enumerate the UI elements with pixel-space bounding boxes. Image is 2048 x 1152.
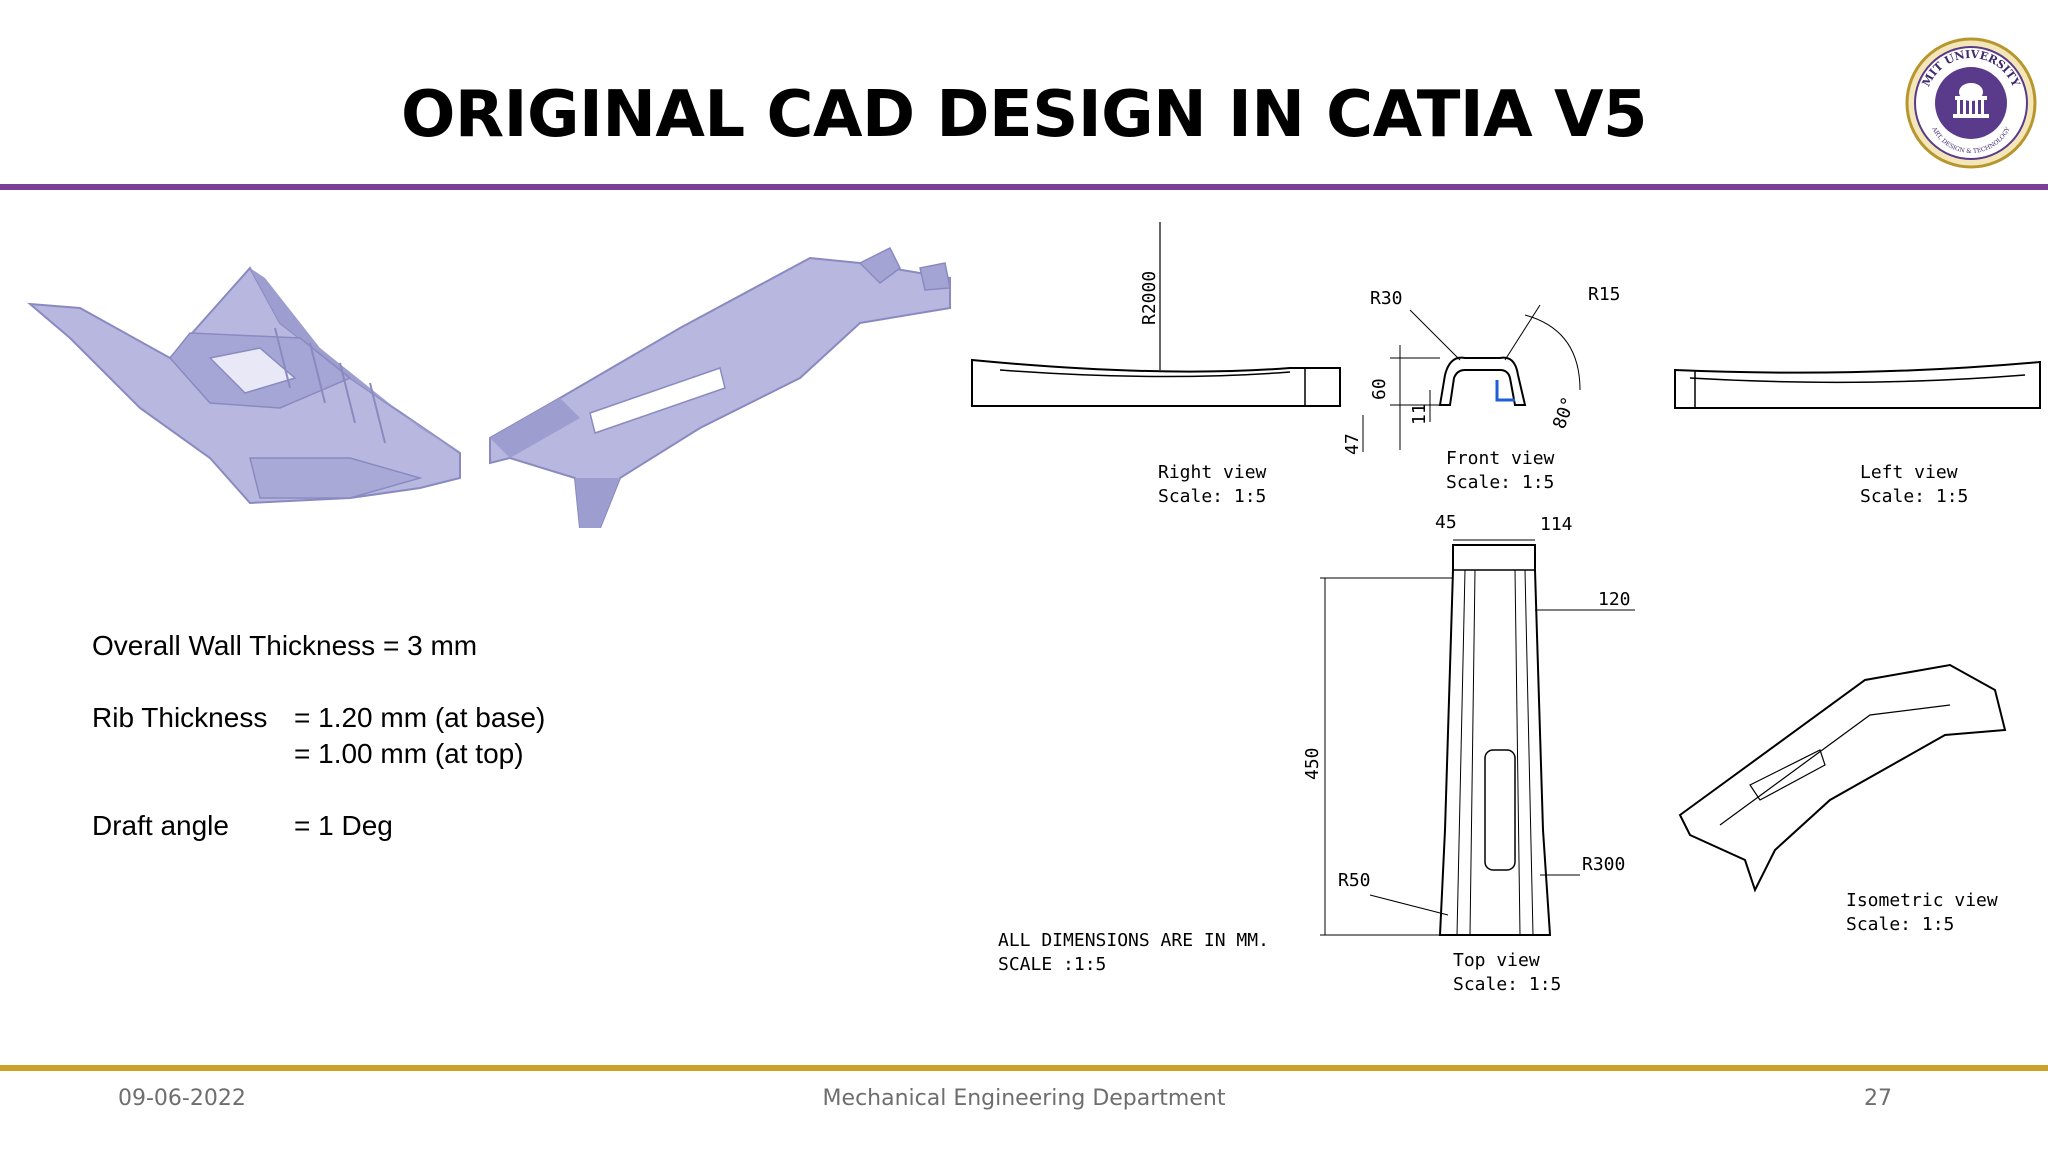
isometric-view-label: Isometric view [1846,890,1998,911]
footer-date: 09-06-2022 [118,1086,246,1111]
dim-11: 11 [1409,403,1430,425]
rib-thickness-base: = 1.20 mm (at base) [294,702,546,733]
dim-120: 120 [1598,589,1631,610]
right-view-outline [971,358,1341,407]
slide-number: 27 [1864,1086,1892,1111]
dimensions-note: ALL DIMENSIONS ARE IN MM. [998,930,1269,951]
slide-title: ORIGINAL CAD DESIGN IN CATIA V5 [400,78,1648,152]
title-divider [0,184,2048,190]
dim-80-angle: 80° [1549,394,1580,432]
part-underside-image [26,266,461,505]
scale-note: SCALE :1:5 [998,954,1106,975]
right-view-label: Right view [1158,462,1267,483]
rib-thickness-label: Rib Thickness [92,702,268,733]
footer-divider [0,1065,2048,1071]
footer-department: Mechanical Engineering Department [822,1086,1226,1111]
isometric-view-scale: Scale: 1:5 [1846,914,1954,935]
dim-r2000: R2000 [1139,271,1160,325]
engineering-drawing: R2000 R30 R15 60 11 47 80° 45 114 120 45… [971,222,2041,995]
rib-thickness-top: = 1.00 mm (at top) [294,738,524,769]
dim-45: 45 [1435,512,1457,533]
university-logo: MIT UNIVERSITY ART, DESIGN & TECHNOLOGY [1905,37,2037,169]
cad-3d-render [26,246,951,528]
front-view-profile [1438,356,1527,406]
dim-114: 114 [1540,514,1573,535]
left-view-label: Left view [1860,462,1958,483]
dim-60: 60 [1369,378,1390,400]
part-top-image [489,246,951,528]
top-view-outline [1438,544,1552,936]
top-view-label: Top view [1453,950,1540,971]
dim-r50: R50 [1338,870,1371,891]
dim-r300: R300 [1582,854,1625,875]
draft-angle-value: = 1 Deg [294,810,393,841]
right-view-scale: Scale: 1:5 [1158,486,1266,507]
top-view-scale: Scale: 1:5 [1453,974,1561,995]
dim-450: 450 [1302,747,1323,780]
dim-r15: R15 [1588,284,1621,305]
left-view-outline [1674,360,2041,409]
wall-thickness-spec: Overall Wall Thickness = 3 mm [92,630,478,661]
dim-47: 47 [1342,433,1363,455]
front-view-label: Front view [1446,448,1555,469]
isometric-view-outline [1678,663,2007,893]
front-view-scale: Scale: 1:5 [1446,472,1554,493]
dim-r30: R30 [1370,288,1403,309]
left-view-scale: Scale: 1:5 [1860,486,1968,507]
draft-angle-label: Draft angle [92,810,229,841]
